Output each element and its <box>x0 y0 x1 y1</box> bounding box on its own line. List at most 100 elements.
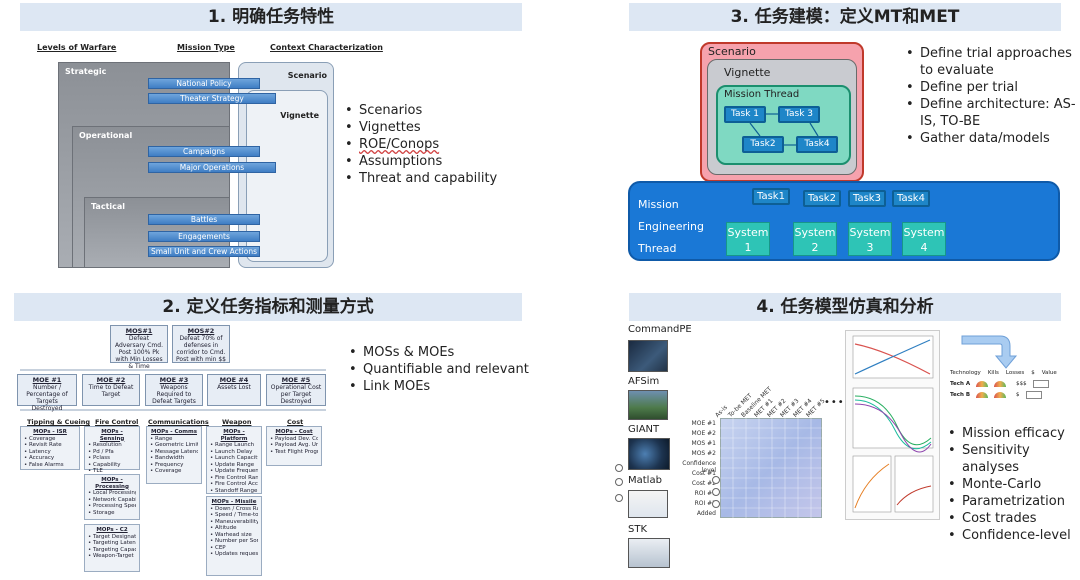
mop-heading: MOPs - Processing <box>95 477 129 490</box>
mop-box: MOPs - Missile• Down / Cross Range• Spee… <box>206 496 262 576</box>
matrix-row-label: Cost #2 <box>691 480 716 487</box>
moe-box: MOE #4 Assets Lost <box>207 374 261 406</box>
tool-label: AFSim <box>628 376 660 387</box>
mop-box: MOPs - Platform• Range Launch• Launch De… <box>206 426 262 494</box>
mop-item: • Coverage <box>150 468 182 474</box>
met-box <box>628 181 1060 261</box>
category-label: Weapon <box>222 418 252 426</box>
level-operational-label: Operational <box>79 131 133 140</box>
q3-title: 3. 任务建模：定义MT和MET <box>629 3 1061 31</box>
level-strategic-label: Strategic <box>65 67 107 76</box>
matlab-thumbnail <box>628 490 668 518</box>
afsim-thumbnail <box>628 390 668 420</box>
down-arrow-icon <box>961 335 1018 369</box>
mop-item: • Message Latency <box>150 448 198 455</box>
tech-table-row: Tech B $ <box>950 391 1068 399</box>
table-header-cell: Losses <box>1005 370 1025 376</box>
moe-box: MOE #3 Weapons Required to Defeat Target… <box>145 374 203 406</box>
mop-item: • Pclass <box>88 455 110 461</box>
mop-box: MOPs - Sensing• Resolution• Pd / Pfa• Pc… <box>84 426 140 474</box>
mop-item: • Test Flight Program Cost <box>270 448 318 455</box>
mop-item: • Latency <box>24 448 51 455</box>
matrix-row-label: ROI #1 <box>694 490 716 497</box>
mop-item: • Storage <box>88 509 115 516</box>
tech-table-row: Tech A $$$ <box>950 380 1068 388</box>
mop-item: • TLE <box>88 468 103 474</box>
system-1: System 1 <box>726 222 770 256</box>
mop-box: MOPs - ISR• Coverage• Revisit Rate• Late… <box>20 426 80 470</box>
mop-item: • Geometric Limitations <box>150 442 198 448</box>
mop-box: MOPs - Comms• Range• Geometric Limitatio… <box>146 426 202 484</box>
header-mission-type: Mission Type <box>177 43 235 52</box>
q1-bullet: Scenarios <box>343 102 533 119</box>
mop-item: • Targeting Latency <box>88 540 136 546</box>
mission-type-major-operations: Major Operations <box>148 162 276 173</box>
table-header-cell: Technology <box>950 370 981 376</box>
moe-heading: MOE #2 <box>96 376 126 384</box>
q4-bullet: Mission efficacy <box>946 425 1080 442</box>
mt-task-3: Task 3 <box>778 106 820 123</box>
system-name: System <box>794 226 836 239</box>
table-header-cell: Kills <box>987 370 999 376</box>
mop-item: • Range <box>150 435 173 442</box>
mission-type-battles: Battles <box>148 214 260 225</box>
mop-item: • Update Range <box>210 461 255 468</box>
moe-heading: MOE #4 <box>219 376 249 384</box>
table-header-cell: $ <box>1031 370 1035 376</box>
matrix-row-label: MOE #1 <box>691 420 716 427</box>
moe-heading: MOE #1 <box>32 376 62 384</box>
mop-item: • Targeting Capacity <box>88 546 136 553</box>
level-tactical-label: Tactical <box>91 202 126 211</box>
q2-bullets: MOSs & MOEs Quantifiable and relevant Li… <box>347 344 537 395</box>
system-num: 4 <box>920 241 928 254</box>
ellipsis: ••• <box>824 397 845 408</box>
giant-thumbnail <box>628 438 670 470</box>
system-num: 1 <box>744 241 752 254</box>
mop-item: • Network Capability <box>88 496 136 503</box>
mop-item: • Down / Cross Range <box>210 505 258 512</box>
mop-heading: MOPs - ISR <box>33 429 67 435</box>
tech-table: Technology Kills Losses $ Value Tech A $… <box>950 370 1068 408</box>
tech-name: Tech A <box>950 381 971 387</box>
q1-title: 1. 明确任务特性 <box>20 3 522 31</box>
table-header-cell: Value <box>1041 370 1057 376</box>
system-name: System <box>849 226 891 239</box>
connector-node <box>712 500 720 508</box>
tool-label: Matlab <box>628 475 662 486</box>
q3-bullet: Define trial approaches to evaluate <box>904 45 1079 79</box>
moe-box: MOE #2 Time to Defeat Target <box>82 374 140 406</box>
category-label: Tipping & Cueing <box>27 418 90 426</box>
mop-heading: MOPs - C2 <box>96 527 128 533</box>
q2-bullet: Link MOEs <box>347 378 537 395</box>
mt-task-1: Task 1 <box>724 106 766 123</box>
met-task-1: Task1 <box>752 188 790 205</box>
mop-heading: MOPs - Comms <box>150 429 198 435</box>
matrix-row-label: Confidence level <box>682 460 716 474</box>
mop-item: • Updates requested <box>210 551 258 557</box>
met-label: Mission Engineering Thread <box>638 194 704 260</box>
moe-text: Operational Cost per Target Destroyed <box>270 384 322 405</box>
matrix-row-label: ROI #2 <box>694 500 716 507</box>
mop-item: • Launch Capacity <box>210 455 258 461</box>
tech-table-header: Technology Kills Losses $ Value <box>950 370 1068 376</box>
q1-bullets: Scenarios Vignettes ROE/Conops Assumptio… <box>343 102 533 187</box>
vignette-label: Vignette <box>724 66 771 79</box>
matrix-row-label: MOE #2 <box>691 430 716 437</box>
mop-item: • CEP <box>210 544 226 551</box>
mt-task-4: Task4 <box>796 136 838 153</box>
mos-box: MOS#1 Defeat Adversary Cmd. Post 100% Pk… <box>110 325 168 370</box>
q1-bullet: Assumptions <box>343 153 533 170</box>
header-levels-of-warfare: Levels of Warfare <box>37 43 117 52</box>
context-vignette-label: Vignette <box>280 111 319 120</box>
system-name: System <box>903 226 945 239</box>
value-cell <box>1032 380 1049 388</box>
tool-label: GIANT <box>628 424 660 435</box>
mop-item: • Coverage <box>24 435 56 442</box>
mop-item: • Revisit Rate <box>24 442 62 448</box>
system-num: 2 <box>811 241 819 254</box>
moe-box: MOE #5 Operational Cost per Target Destr… <box>266 374 326 406</box>
mop-item: • Frequency <box>150 461 184 468</box>
met-label-line: Mission <box>638 198 679 211</box>
mop-item: • Number per Sortie / load-out <box>210 538 258 544</box>
